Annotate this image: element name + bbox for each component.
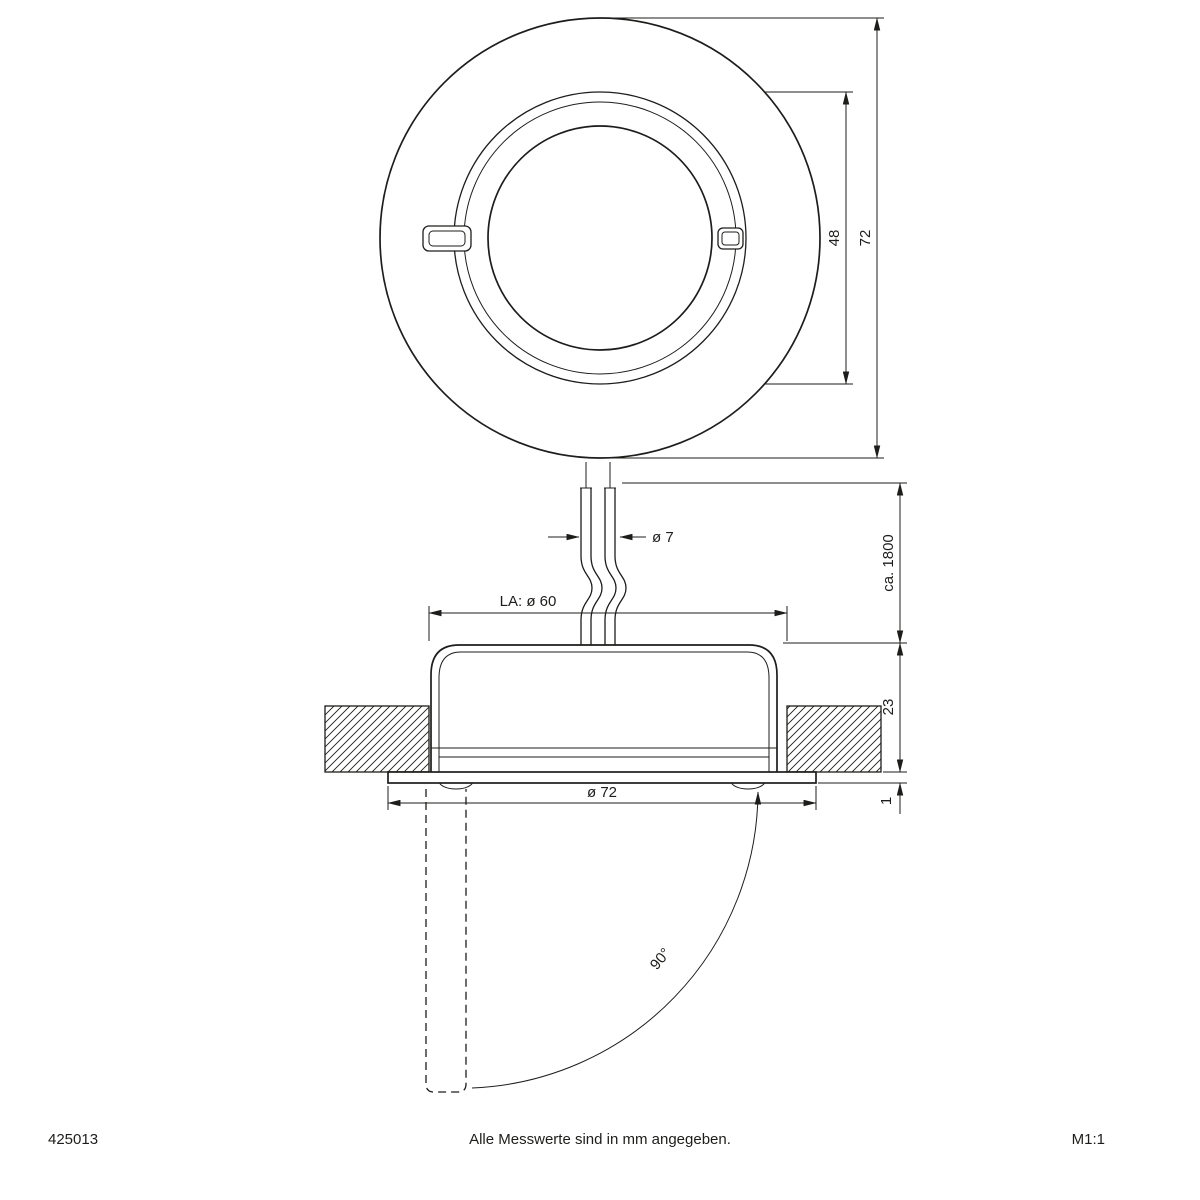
dimension-cable-length: ca. 1800 — [622, 482, 907, 644]
dim-label-recess-depth: 23 — [880, 699, 897, 716]
side-view: ø 7 ca. 1800 LA: ø 60 — [324, 462, 907, 1093]
swivelled-lamp-outline — [425, 789, 467, 1093]
dim-label-cable-length: ca. 1800 — [880, 534, 897, 592]
flange — [387, 771, 817, 784]
footer: 425013 Alle Messwerte sind in mm angegeb… — [48, 1131, 1105, 1148]
drawing-scale: M1:1 — [1072, 1131, 1105, 1148]
aperture-circle — [487, 125, 713, 351]
dimension-cutout: LA: ø 60 — [428, 593, 788, 641]
outer-rim-circle — [379, 17, 821, 459]
dim-label-cutout: LA: ø 60 — [500, 593, 557, 610]
dimension-flange-diameter: ø 72 — [387, 784, 817, 810]
dimension-outer: 72 — [605, 17, 884, 459]
dim-label-rim-height: 1 — [878, 797, 895, 805]
dimension-cable-diameter: ø 7 — [548, 529, 674, 546]
dimension-recess-depth: 23 — [880, 642, 907, 773]
left-clip — [422, 225, 472, 252]
ceiling-section-left — [324, 705, 430, 773]
right-clip — [717, 227, 744, 250]
bezel-outer-circle — [453, 91, 747, 385]
cable — [580, 462, 627, 645]
housing — [430, 644, 778, 772]
dimension-aperture: 48 — [765, 91, 853, 385]
dim-label-aperture: 48 — [826, 230, 843, 247]
dim-label-swivel-angle: 90° — [647, 945, 675, 973]
swivel-arc — [471, 791, 762, 1089]
housing-inner-outline — [438, 651, 770, 772]
article-number: 425013 — [48, 1131, 98, 1148]
dim-label-flange-diameter: ø 72 — [587, 784, 617, 801]
swivel-indication: 90° — [425, 789, 762, 1093]
flange-assembly — [387, 771, 817, 790]
ceiling-section-right — [786, 705, 882, 773]
bezel-inner-circle — [463, 101, 737, 375]
top-view: 48 72 — [379, 17, 884, 459]
dimension-rim-height: 1 — [818, 782, 907, 814]
housing-outline — [430, 644, 778, 772]
dim-label-cable-diameter: ø 7 — [652, 529, 674, 546]
measurement-note: Alle Messwerte sind in mm angegeben. — [469, 1131, 731, 1148]
dim-label-outer: 72 — [857, 230, 874, 247]
